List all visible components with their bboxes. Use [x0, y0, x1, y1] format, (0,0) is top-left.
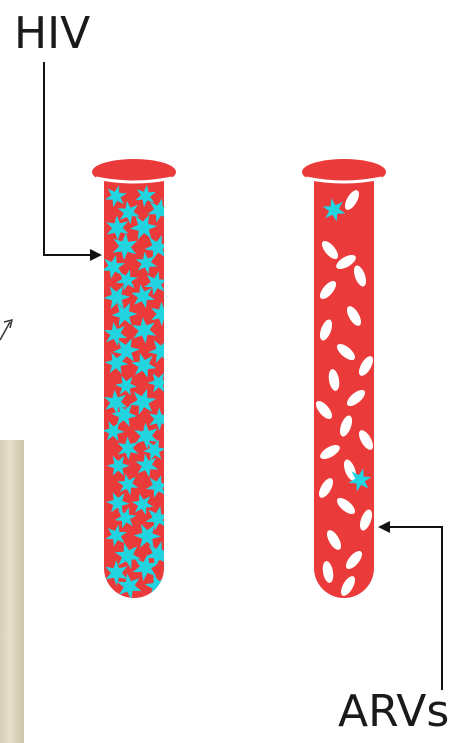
hiv-label: HIV [14, 12, 90, 56]
hiv-test-tube [92, 159, 176, 600]
arv-tube-body [314, 178, 374, 598]
edge-arrow-fragment [0, 320, 12, 340]
arvs-callout-arrow [380, 527, 442, 690]
arv-test-tube [302, 159, 386, 598]
arvs-label: ARVs [338, 690, 449, 734]
hiv-callout-arrow [44, 62, 100, 255]
